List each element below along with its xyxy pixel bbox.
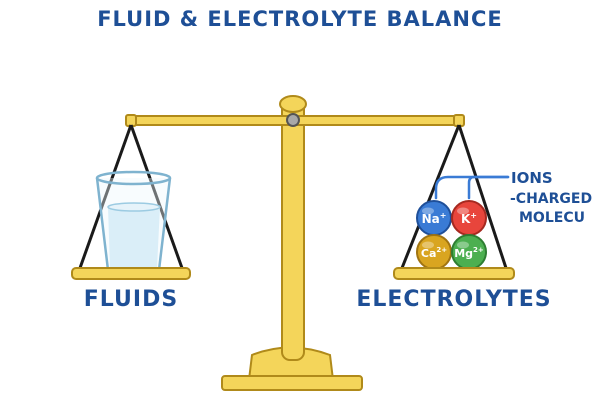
water-glass (95, 170, 172, 272)
ions-note-line1: IONS (511, 169, 553, 187)
ions-note-line2: -CHARGED (510, 191, 592, 207)
svg-text:Mg2+: Mg2+ (454, 246, 484, 260)
right-pan (393, 267, 515, 280)
ions-group: Na+ K+ Ca2+ Mg2+ (416, 200, 487, 270)
water (108, 207, 160, 268)
svg-text:Na+: Na+ (422, 211, 447, 226)
svg-text:Ca2+: Ca2+ (421, 246, 447, 260)
potassium-ion: K+ (451, 200, 487, 236)
calcium-ion: Ca2+ (416, 234, 452, 270)
diagram-title: FLUID & ELECTROLYTE BALANCE (97, 7, 503, 31)
svg-text:K+: K+ (461, 211, 477, 226)
left-hanger (78, 124, 184, 269)
pivot-bolt (286, 113, 300, 127)
sodium-ion: Na+ (416, 200, 452, 236)
ions-callout-arrows (434, 175, 510, 200)
ions-note-line3: MOLECU (519, 210, 585, 226)
right-hanger (400, 124, 508, 269)
fluids-label: FLUIDS (84, 287, 178, 312)
scale-base (221, 346, 363, 391)
electrolytes-label: ELECTROLYTES (356, 287, 551, 312)
magnesium-ion: Mg2+ (451, 234, 487, 270)
left-pan (71, 267, 191, 280)
scale-pillar (279, 95, 307, 361)
